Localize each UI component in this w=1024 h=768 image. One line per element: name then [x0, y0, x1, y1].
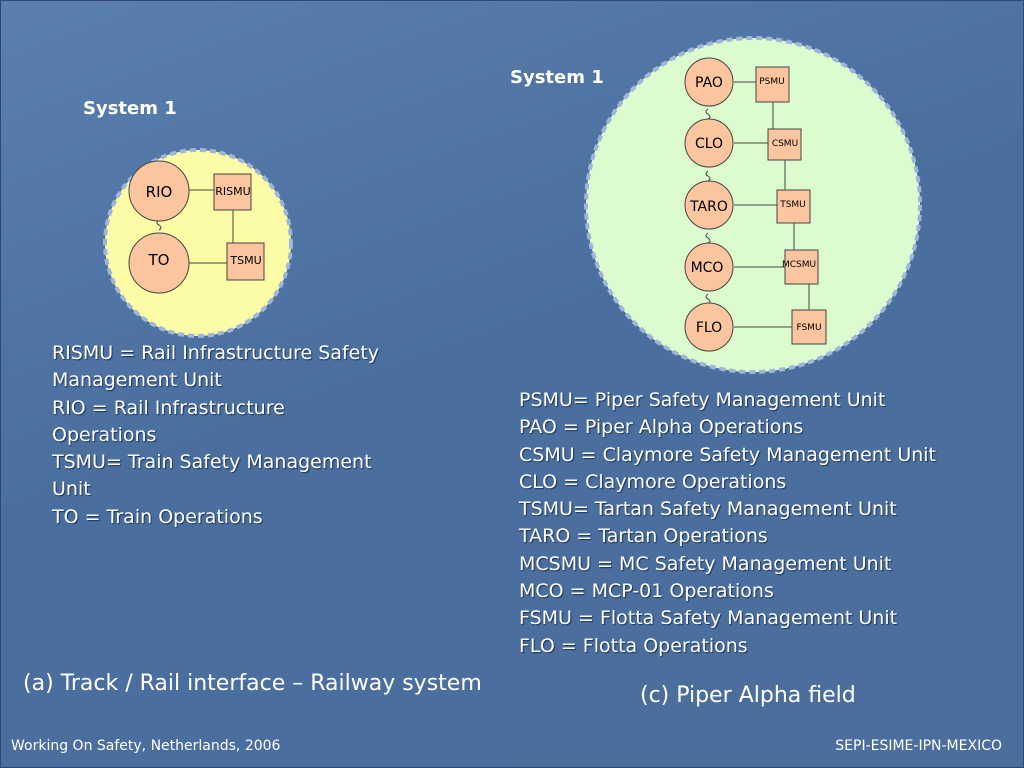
- taro-mco-coupling: [705, 232, 711, 244]
- piper-legend-line: MCO = MCP-01 Operations: [519, 580, 774, 603]
- node-taro: [684, 180, 734, 230]
- unit-psmu: [755, 66, 790, 103]
- unit-fsmu: [791, 309, 827, 345]
- node-clo-label: CLO: [695, 136, 723, 152]
- unit-mcsmu: [784, 249, 819, 285]
- piper-legend-line: MCSMU = MC Safety Management Unit: [519, 552, 892, 575]
- unit-rismu-label: RISMU: [215, 185, 250, 198]
- piper-legend-line: CLO = Claymore Operations: [519, 470, 787, 493]
- unit-tsmu-label: TSMU: [229, 254, 261, 267]
- railway-legend-line: RIO = Rail Infrastructure: [52, 396, 285, 419]
- piper-legend-line: PSMU= Piper Safety Management Unit: [519, 389, 886, 411]
- node-flo: [684, 302, 734, 352]
- node-to: [128, 232, 190, 294]
- unit-rismu: [213, 173, 252, 211]
- unit-mcsmu-label: MCSMU: [782, 260, 816, 270]
- piper-legend: PSMU= Piper Safety Management Unit PAO =…: [519, 387, 936, 660]
- railway-legend-line: Operations: [52, 423, 157, 446]
- unit-csmu: [767, 128, 802, 161]
- railway-legend-line: Management Unit: [52, 369, 222, 392]
- pao-clo-coupling: [705, 108, 711, 120]
- node-rio: [128, 160, 190, 222]
- unit-psmu-label: PSMU: [759, 77, 785, 87]
- piper-legend-line: TSMU= Tartan Safety Management Unit: [519, 498, 897, 521]
- railway-system-title: System 1: [83, 98, 177, 119]
- node-mco: [684, 242, 734, 292]
- unit-tsmu-piper: [776, 189, 811, 224]
- node-taro-label: TARO: [689, 199, 728, 215]
- node-rio-label: RIO: [146, 183, 173, 201]
- railway-caption: (a) Track / Rail interface – Railway sys…: [23, 671, 482, 696]
- railway-legend-line: TO = Train Operations: [52, 505, 263, 528]
- piper-legend-line: TARO = Tartan Operations: [519, 525, 768, 548]
- clo-taro-coupling: [705, 170, 711, 182]
- unit-tsmu-piper-label: TSMU: [779, 200, 806, 210]
- node-pao: [684, 57, 734, 107]
- unit-csmu-label: CSMU: [772, 139, 798, 149]
- piper-legend-line: FLO = Flotta Operations: [519, 634, 748, 657]
- footer-right: SEPI-ESIME-IPN-MEXICO: [835, 738, 1002, 754]
- railway-legend-line: Unit: [52, 478, 91, 501]
- piper-legend-line: PAO = Piper Alpha Operations: [519, 416, 804, 439]
- railway-legend: RISMU = Rail Infrastructure Safety Manag…: [52, 340, 379, 531]
- piper-legend-line: FSMU = Flotta Safety Management Unit: [519, 607, 898, 630]
- piper-caption: (c) Piper Alpha field: [640, 683, 856, 708]
- node-to-label: TO: [148, 251, 170, 269]
- node-mco-label: MCO: [691, 260, 724, 276]
- node-pao-label: PAO: [695, 75, 723, 91]
- unit-tsmu: [226, 242, 265, 281]
- node-clo: [684, 118, 734, 168]
- piper-legend-line: CSMU = Claymore Safety Management Unit: [519, 443, 937, 466]
- node-flo-label: FLO: [696, 320, 722, 336]
- railway-legend-line: TSMU= Train Safety Management: [52, 451, 372, 474]
- rio-to-coupling: [156, 219, 162, 231]
- footer-left: Working On Safety, Netherlands, 2006: [11, 738, 281, 754]
- unit-fsmu-label: FSMU: [796, 323, 821, 333]
- piper-system-title: System 1: [510, 67, 604, 88]
- railway-legend-line: RISMU = Rail Infrastructure Safety: [52, 342, 380, 364]
